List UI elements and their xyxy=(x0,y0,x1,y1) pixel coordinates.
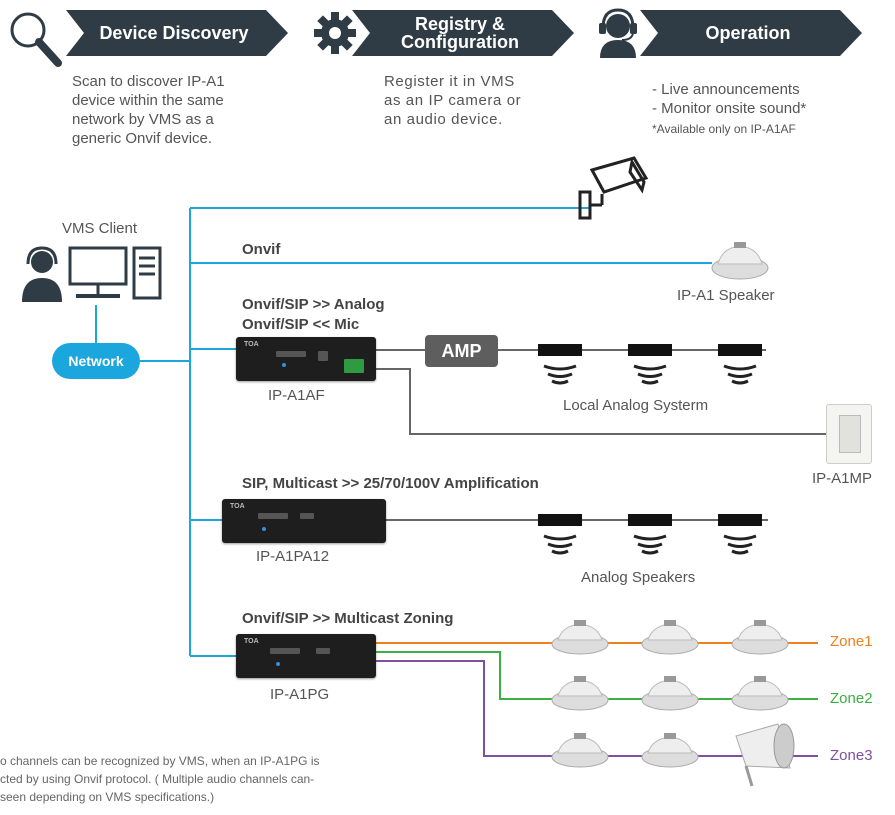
zone3-speaker-2 xyxy=(641,732,699,768)
amp-box: AMP xyxy=(425,335,498,367)
step-3-line-1: - Live announcements xyxy=(652,81,800,98)
ipa1pg-port xyxy=(316,648,330,654)
ipa1pa12-device[interactable]: TOA xyxy=(222,499,386,543)
step-1-banner: Device Discovery xyxy=(66,10,288,56)
ipa1pa12-port xyxy=(300,513,314,519)
ipa1pa12-knob xyxy=(258,513,288,519)
operator-headset-icon xyxy=(599,8,637,58)
amp-label: AMP xyxy=(441,340,482,361)
zone2-label: Zone2 xyxy=(830,690,873,707)
ipa1af-terminal xyxy=(344,359,364,373)
ceiling-speaker-icon xyxy=(711,242,769,280)
zone1-label: Zone1 xyxy=(830,633,873,650)
speaker-unit-6 xyxy=(718,514,762,555)
step-1-icon-search xyxy=(10,12,62,67)
ipa1af-label-1: Onvif/SIP >> Analog xyxy=(242,296,385,313)
speaker-unit-3 xyxy=(718,344,762,385)
ipa1af-device[interactable]: TOA xyxy=(236,337,376,381)
ipa1pa12-brand: TOA xyxy=(230,503,245,510)
horn-speaker-icon xyxy=(735,723,795,787)
ipa1af-name: IP-A1AF xyxy=(268,387,325,404)
zone3-speaker-1 xyxy=(551,732,609,768)
speaker-unit-5 xyxy=(628,514,672,555)
step-3-footnote: *Available only on IP-A1AF xyxy=(652,122,796,136)
zone1-speaker-1 xyxy=(551,620,609,655)
ipa1af-led xyxy=(282,363,286,367)
zone2-speaker-2 xyxy=(641,675,699,711)
ipa1af-brand: TOA xyxy=(244,341,259,348)
ipa1pg-device[interactable]: TOA xyxy=(236,634,376,678)
speaker-label: IP-A1 Speaker xyxy=(677,287,775,304)
ipa1pg-name: IP-A1PG xyxy=(270,686,330,703)
zone2-speaker-3 xyxy=(731,675,789,711)
ipa1pa12-name: IP-A1PA12 xyxy=(256,548,330,565)
zone-speakers xyxy=(551,620,795,787)
analog-speakers-label: Analog Speakers xyxy=(581,569,696,586)
ipa1mp-device[interactable] xyxy=(826,404,872,464)
network-label: Network xyxy=(68,353,124,369)
step-1-description: Scan to discover IP-A1 device within the… xyxy=(72,73,225,147)
operator-icon xyxy=(22,246,62,302)
step-3-title: Operation xyxy=(705,23,791,43)
speaker-unit-2 xyxy=(628,344,672,385)
speaker-unit-4 xyxy=(538,514,582,555)
zone3-label: Zone3 xyxy=(830,747,873,764)
search-icon xyxy=(10,12,62,67)
footnote-text: o channels can be recognized by VMS, whe… xyxy=(0,754,320,804)
local-system-label: Local Analog Systerm xyxy=(563,397,709,414)
ipa1af-port xyxy=(318,351,328,361)
ipa1mp-panel xyxy=(839,415,861,453)
zone1-speaker-2 xyxy=(641,620,699,655)
ipa1mp-name: IP-A1MP xyxy=(812,470,873,487)
ipa1pg-knob xyxy=(270,648,300,654)
ipa1pa12-connection-label: SIP, Multicast >> 25/70/100V Amplificati… xyxy=(242,475,539,492)
gear-icon xyxy=(314,12,356,54)
ipa1pg-led xyxy=(276,662,280,666)
step-3-icon xyxy=(599,8,637,58)
vms-client-label: VMS Client xyxy=(62,220,138,237)
onvif-label: Onvif xyxy=(242,241,281,258)
computer-icon xyxy=(68,246,162,300)
step-2-title: Registry & Configuration xyxy=(401,14,519,52)
ipa1af-knob xyxy=(276,351,306,357)
zone1-speaker-3 xyxy=(731,620,789,655)
step-1-title: Device Discovery xyxy=(99,23,249,43)
ipa1pg-brand: TOA xyxy=(244,638,259,645)
ipa1pa12-led xyxy=(262,527,266,531)
ipa1af-label-2: Onvif/SIP << Mic xyxy=(242,316,360,333)
step-2-banner: Registry & Configuration xyxy=(352,10,574,56)
step-3-line-2: - Monitor onsite sound* xyxy=(652,100,807,117)
network-node[interactable]: Network xyxy=(52,343,140,379)
step-2-description: Register it in VMS as an IP camera or an… xyxy=(384,73,522,128)
ipa1pg-connection-label: Onvif/SIP >> Multicast Zoning xyxy=(242,610,454,627)
camera-icon xyxy=(578,156,649,220)
step-3-banner: Operation xyxy=(640,10,862,56)
step-2-icon xyxy=(314,12,356,54)
vms-client-icon xyxy=(22,246,162,302)
analog-speaker-row-1 xyxy=(538,344,762,385)
speaker-unit-1 xyxy=(538,344,582,385)
analog-speaker-row-2 xyxy=(538,514,762,555)
zone2-speaker-1 xyxy=(551,675,609,711)
